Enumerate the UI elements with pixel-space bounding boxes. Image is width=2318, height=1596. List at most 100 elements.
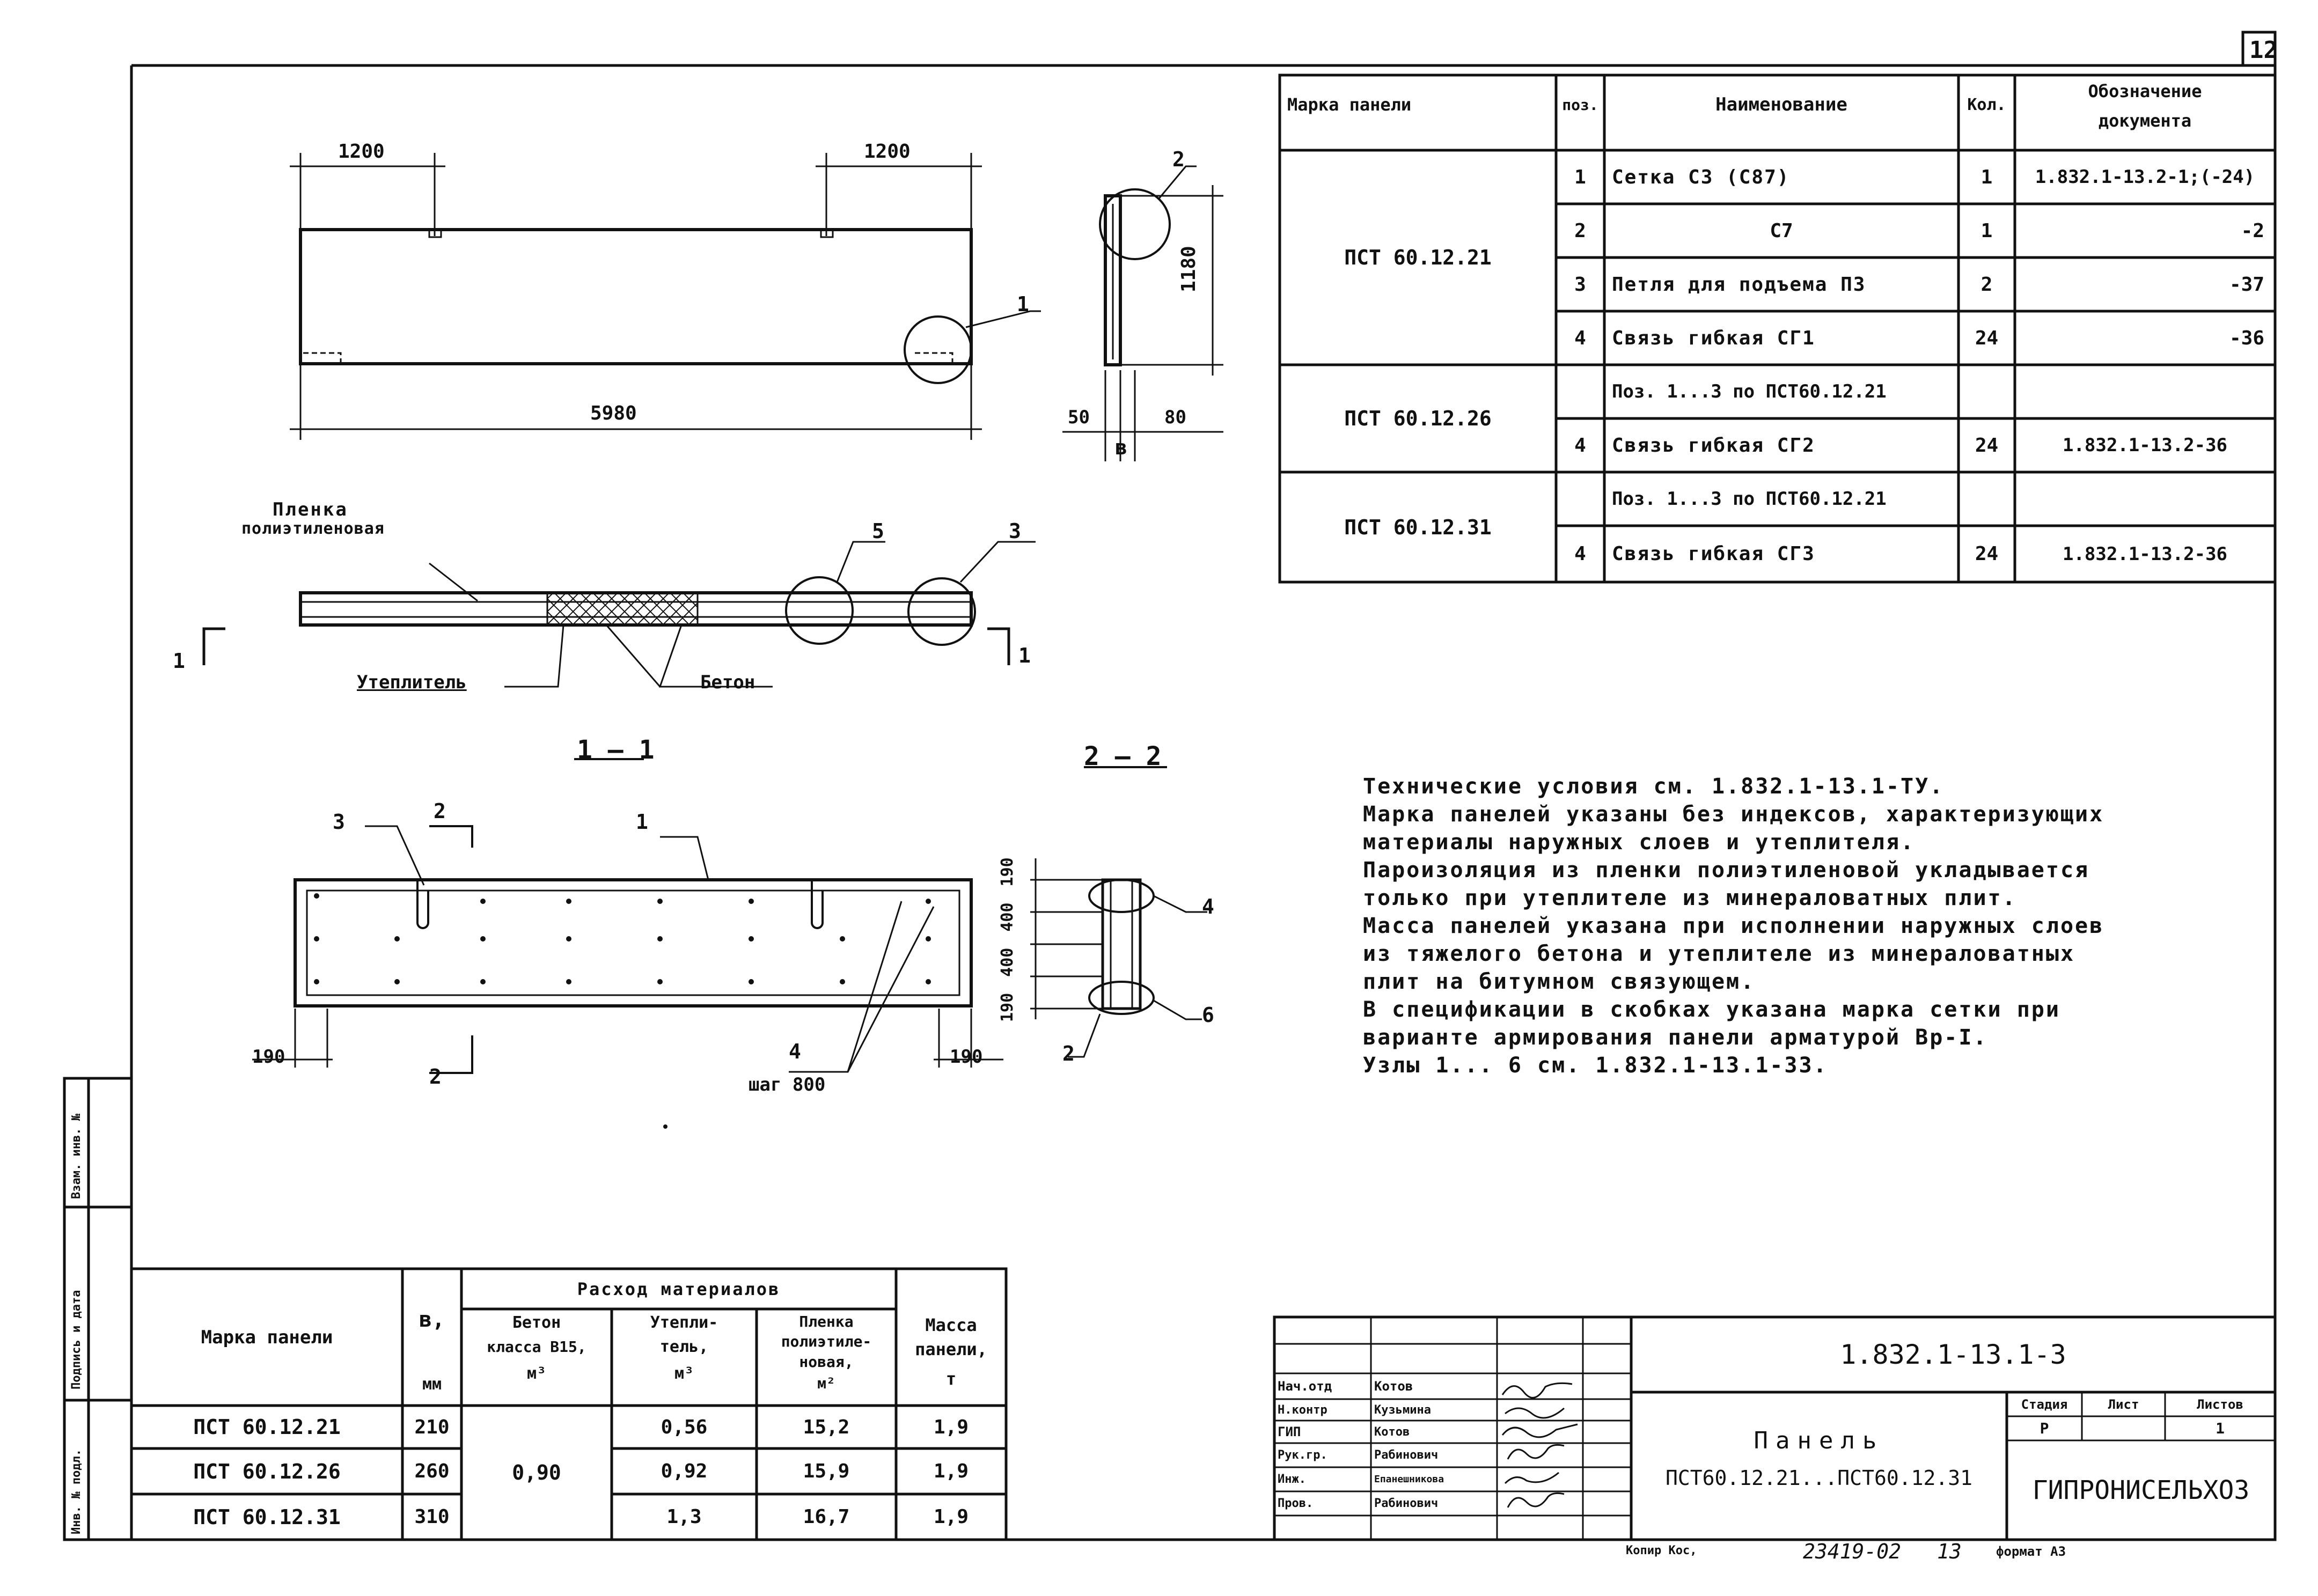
tb-name: Котов bbox=[1374, 1425, 1410, 1439]
spec-doc: 1.832.1-13.2-1;(-24) bbox=[2035, 166, 2255, 188]
mat-header-film-2: полиэтиле- bbox=[781, 1332, 872, 1350]
concrete-label: Бетон bbox=[700, 672, 755, 693]
note-line: только при утеплителе из минераловатных … bbox=[1363, 886, 2017, 910]
spec-doc: -36 bbox=[2229, 327, 2264, 349]
section-mark-left: 1 bbox=[173, 649, 185, 673]
spec-header-doc-1: Обозначение bbox=[2088, 81, 2202, 101]
footer-number: 23419-02 bbox=[1803, 1540, 1902, 1563]
dim-50: 50 bbox=[1068, 407, 1090, 428]
mat-header-b2: мм bbox=[422, 1374, 442, 1394]
mat-header-film-4: м² bbox=[817, 1374, 835, 1392]
tb-code: 1.832.1-13.1-3 bbox=[1840, 1339, 2066, 1370]
callout-6: 6 bbox=[1202, 1003, 1214, 1027]
spec-pos: 4 bbox=[1574, 327, 1586, 349]
spec-doc: -37 bbox=[2229, 273, 2264, 296]
sheet-number: 12 bbox=[2249, 36, 2278, 64]
spec-pos: 3 bbox=[1574, 273, 1586, 296]
spec-group-mark: ПСТ 60.12.21 bbox=[1344, 246, 1492, 269]
spec-group-mark: ПСТ 60.12.26 bbox=[1344, 407, 1492, 430]
spec-qty: 2 bbox=[1980, 273, 1993, 296]
callout-3: 3 bbox=[1009, 519, 1021, 543]
mat-row-mark: ПСТ 60.12.21 bbox=[193, 1415, 341, 1439]
spec-qty: 24 bbox=[1975, 434, 1999, 457]
spec-name: Поз. 1...3 по ПСТ60.12.21 bbox=[1612, 488, 1887, 510]
spec-qty: 24 bbox=[1975, 327, 1999, 349]
tb-role: Рук.гр. bbox=[1278, 1448, 1327, 1462]
insulation-label: Утеплитель bbox=[357, 672, 467, 693]
note-line: из тяжелого бетона и утеплителе из минер… bbox=[1363, 942, 2075, 966]
mat-row-film: 15,2 bbox=[803, 1416, 850, 1438]
note-line: материалы наружных слоев и утеплителя. bbox=[1363, 830, 1916, 855]
section-2-bottom: 2 bbox=[429, 1065, 442, 1088]
mat-row-b: 210 bbox=[414, 1416, 450, 1438]
dim-1200-left: 1200 bbox=[338, 141, 385, 163]
tb-sheets: 1 bbox=[2216, 1420, 2225, 1437]
tb-sheets-label: Листов bbox=[2197, 1396, 2243, 1412]
tb-name: Кузьмина bbox=[1374, 1403, 1431, 1417]
side-stamp-replace: Взам. инв. № bbox=[70, 1114, 83, 1199]
note-line: Технические условия см. 1.832.1-13.1-ТУ. bbox=[1363, 774, 1945, 799]
mat-row-mark: ПСТ 60.12.26 bbox=[193, 1459, 341, 1483]
tb-role: ГИП bbox=[1278, 1424, 1301, 1439]
spec-name: Поз. 1...3 по ПСТ60.12.21 bbox=[1612, 381, 1887, 402]
dim-190-left: 190 bbox=[252, 1046, 285, 1068]
section-2-2-title: 2 – 2 bbox=[1084, 741, 1162, 771]
mat-header-consumption: Расход материалов bbox=[577, 1278, 781, 1299]
vertical-dims: 190 400 400 190 bbox=[998, 857, 1017, 1022]
mat-header-concrete-1: Бетон bbox=[512, 1313, 561, 1332]
dim-80: 80 bbox=[1164, 407, 1186, 428]
mat-header-insul-3: м³ bbox=[674, 1364, 694, 1383]
tb-subtitle: ПСТ60.12.21...ПСТ60.12.31 bbox=[1666, 1466, 1972, 1490]
footer-copied: Копир Кос, bbox=[1626, 1544, 1697, 1557]
mat-header-mass-3: т bbox=[945, 1369, 957, 1389]
callout-3b: 3 bbox=[333, 810, 345, 834]
spec-qty: 24 bbox=[1975, 543, 1999, 565]
note-line: В спецификации в скобках указана марка с… bbox=[1363, 997, 2060, 1022]
note-line: Пароизоляция из пленки полиэтиленовой ук… bbox=[1363, 858, 2090, 882]
note-line: варианте армирования панели арматурой Вр… bbox=[1363, 1025, 1988, 1050]
mat-header-mark: Марка панели bbox=[201, 1326, 333, 1348]
spec-header-mark: Марка панели bbox=[1287, 94, 1412, 115]
spec-name: Связь гибкая СГ1 bbox=[1612, 327, 1815, 349]
mat-header-concrete-3: м³ bbox=[526, 1364, 547, 1383]
tb-organization: ГИПРОНИСЕЛЬХОЗ bbox=[2032, 1475, 2250, 1505]
spec-qty: 1 bbox=[1980, 166, 1993, 188]
side-stamp-inv: Инв. № подл. bbox=[70, 1449, 83, 1534]
callout-2b: 2 bbox=[1062, 1042, 1075, 1065]
callout-1b: 1 bbox=[636, 810, 648, 834]
mat-header-film-3: новая, bbox=[799, 1352, 854, 1371]
tb-sheet-label: Лист bbox=[2108, 1396, 2139, 1412]
callout-4: 4 bbox=[1202, 895, 1214, 918]
vdim-2: 400 bbox=[998, 947, 1017, 977]
tb-role: Инж. bbox=[1278, 1473, 1306, 1486]
mat-row-mark: ПСТ 60.12.31 bbox=[193, 1505, 341, 1529]
spec-header-name: Наименование bbox=[1715, 94, 1847, 115]
step-label: шаг 800 bbox=[749, 1074, 826, 1095]
spec-doc: 1.832.1-13.2-36 bbox=[2062, 435, 2228, 456]
spec-pos: 4 bbox=[1574, 434, 1586, 457]
mat-concrete-shared: 0,90 bbox=[512, 1461, 561, 1484]
mat-row-insul: 1,3 bbox=[666, 1506, 702, 1528]
spec-name: С7 bbox=[1770, 219, 1793, 242]
spec-header-qty: Кол. bbox=[1967, 95, 2006, 114]
mat-header-mass-2: панели, bbox=[915, 1339, 987, 1359]
tb-stage-label: Стадия bbox=[2021, 1396, 2068, 1412]
mat-row-insul: 0,56 bbox=[661, 1416, 708, 1438]
dim-1180: 1180 bbox=[1178, 246, 1200, 292]
mat-row-mass: 1,9 bbox=[933, 1460, 969, 1482]
dim-1200-right: 1200 bbox=[864, 141, 911, 163]
mat-row-mass: 1,9 bbox=[933, 1506, 969, 1528]
mat-row-film: 15,9 bbox=[803, 1460, 850, 1482]
mat-row-b: 310 bbox=[414, 1506, 450, 1528]
mat-header-concrete-2: класса В15, bbox=[487, 1337, 586, 1356]
note-line: Масса панелей указана при исполнении нар… bbox=[1363, 914, 2104, 938]
spec-name: Связь гибкая СГ3 bbox=[1612, 543, 1815, 565]
callout-5: 5 bbox=[872, 519, 884, 543]
mat-header-insul-1: Утепли- bbox=[650, 1313, 718, 1332]
tb-sheet bbox=[2082, 1416, 2165, 1440]
dim-b: в bbox=[1115, 436, 1127, 459]
note-line: Марка панелей указаны без индексов, хара… bbox=[1363, 802, 2104, 827]
spec-pos: 1 bbox=[1574, 166, 1586, 188]
film-label-2: полиэтиленовая bbox=[241, 519, 385, 538]
note-line: плит на битумном связующем. bbox=[1363, 969, 1756, 994]
